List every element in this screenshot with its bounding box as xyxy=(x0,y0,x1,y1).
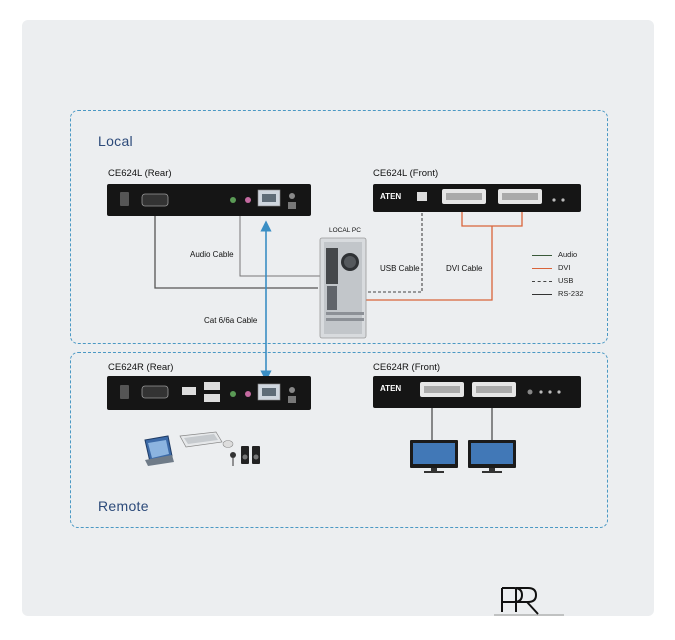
legend-label: DVI xyxy=(558,263,571,272)
monitor-right-icon xyxy=(468,440,516,473)
local-rear-label: CE624L (Rear) xyxy=(108,168,172,179)
remote-rear-label: CE624R (Rear) xyxy=(108,362,174,373)
legend-item-usb: USB xyxy=(532,276,602,288)
mouse-icon xyxy=(222,440,234,448)
local-pc-tower xyxy=(319,237,367,339)
legend-swatch-usb xyxy=(532,281,552,282)
legend-swatch-audio xyxy=(532,255,552,256)
watermark-logo xyxy=(494,587,564,616)
monitor-left-icon xyxy=(410,440,458,473)
legend-item-audio: Audio xyxy=(532,250,602,262)
speakers-icon xyxy=(241,446,260,464)
audio-cable-label: Audio Cable xyxy=(190,250,234,259)
legend-label: Audio xyxy=(558,250,578,259)
remote-section xyxy=(70,352,608,528)
ce624r-front-unit: ATEN xyxy=(373,376,581,408)
legend-swatch-rs232 xyxy=(532,294,552,295)
dvi-cable xyxy=(461,210,523,227)
touchscreen-icon xyxy=(144,435,174,466)
local-section-label: Local xyxy=(98,133,133,149)
audio-cable xyxy=(154,215,318,289)
remote-section-label: Remote xyxy=(98,498,149,514)
ce624l-front-unit: ATEN xyxy=(373,184,581,212)
remote-front-label: CE624R (Front) xyxy=(373,362,441,373)
microphone-icon xyxy=(230,452,236,466)
local-pc-label: LOCAL PC xyxy=(329,227,361,234)
legend-label: USB xyxy=(558,276,574,285)
ce624l-rear-unit xyxy=(107,184,311,216)
usb-cable-label: USB Cable xyxy=(380,264,420,273)
aten-logo: ATEN xyxy=(380,192,401,201)
dvi-cable-label: DVI Cable xyxy=(446,264,483,273)
dvi-cable-2 xyxy=(362,226,493,301)
audio-cable-2 xyxy=(239,215,322,277)
legend-label: RS-232 xyxy=(558,289,584,298)
keyboard-icon xyxy=(179,431,223,448)
usb-cable xyxy=(362,208,423,293)
local-front-label: CE624L (Front) xyxy=(373,168,439,179)
aten-logo: ATEN xyxy=(380,384,401,393)
legend-swatch-dvi xyxy=(532,268,552,269)
cat-cable-label: Cat 6/6a Cable xyxy=(204,316,258,325)
legend-item-dvi: DVI xyxy=(532,263,602,275)
legend-item-rs232: RS-232 xyxy=(532,289,602,301)
local-section xyxy=(70,110,608,344)
ce624r-rear-unit xyxy=(107,376,311,410)
